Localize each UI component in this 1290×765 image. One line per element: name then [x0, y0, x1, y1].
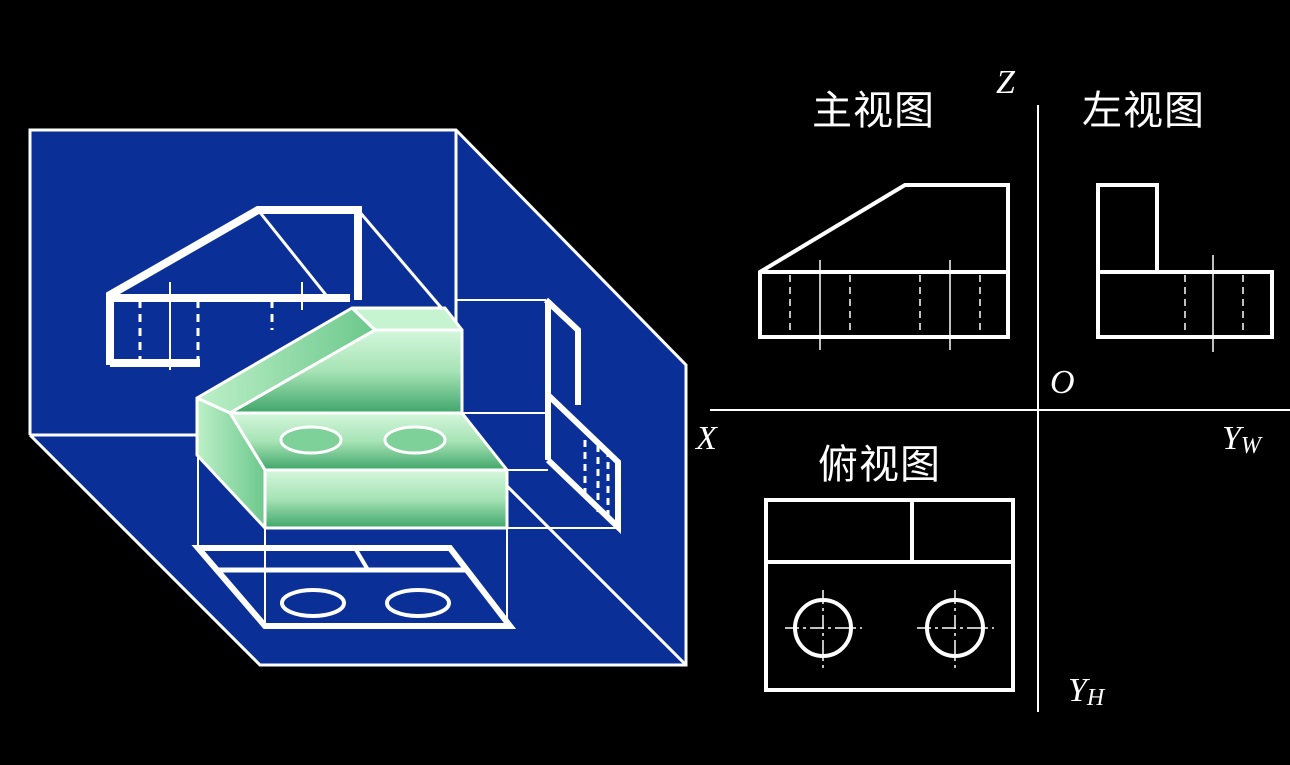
left-view-title: 左视图 [1082, 88, 1205, 134]
top-projection-on-floor [191, 455, 517, 629]
3d-object [195, 306, 509, 530]
axis-label-yh: YH [1068, 672, 1105, 711]
hole [279, 425, 343, 455]
left-projection-on-wall [456, 297, 621, 535]
top-view [764, 498, 1015, 692]
front-view-title: 主视图 [812, 88, 935, 134]
hole [383, 425, 447, 455]
top-view-title: 俯视图 [818, 442, 941, 488]
left-view [1096, 183, 1274, 352]
projection-box-diagram [28, 128, 688, 667]
axis-label-yw: YW [1222, 420, 1261, 459]
axis-label-z: Z [996, 64, 1015, 101]
axes [710, 105, 1290, 712]
front-projection-on-wall [106, 206, 452, 370]
axis-label-x: X [696, 420, 717, 457]
front-view [758, 183, 1010, 350]
axis-label-origin: O [1050, 364, 1075, 401]
